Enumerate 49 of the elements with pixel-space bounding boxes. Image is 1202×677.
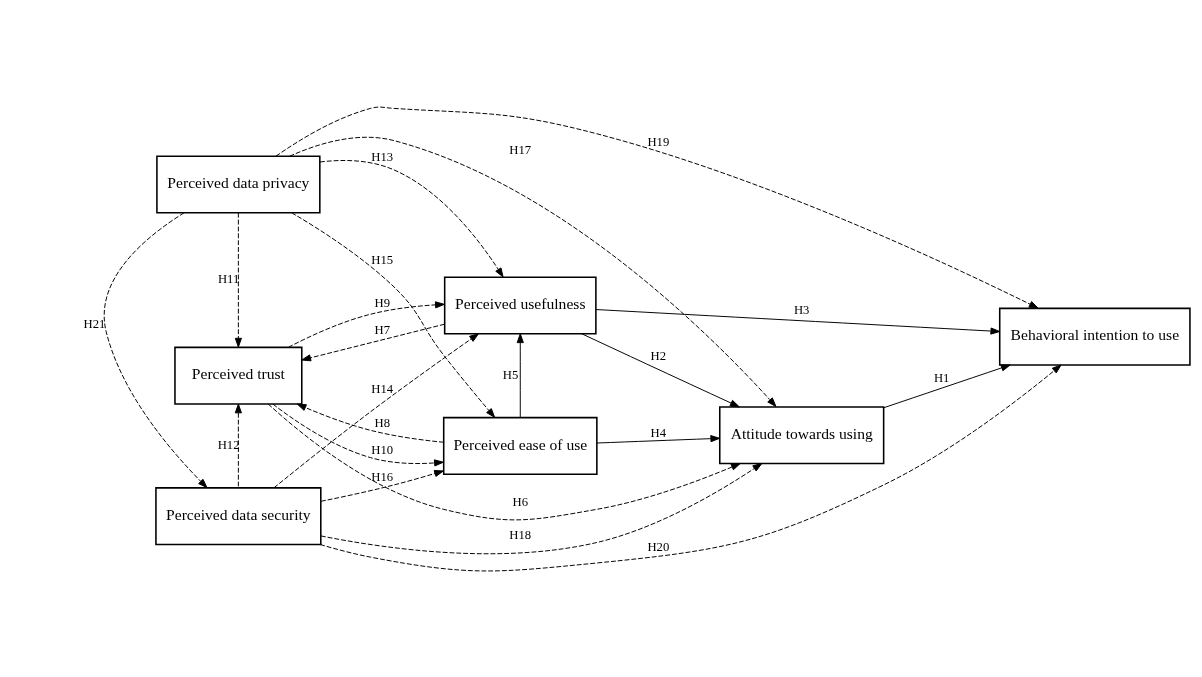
edge-label: H18: [509, 527, 532, 542]
arrow: [275, 106, 1039, 309]
edge-label: H9: [374, 295, 390, 310]
arrow: [581, 332, 740, 407]
edge-label: H10: [371, 442, 394, 457]
arrow: [596, 434, 721, 443]
edge-label: H3: [793, 302, 810, 317]
edge-label: H19: [647, 134, 670, 149]
arrow: [289, 136, 777, 407]
edge-label: H11: [217, 271, 240, 286]
edge-label: H16: [371, 469, 394, 484]
arrow: [296, 403, 445, 443]
edge-label: H12: [217, 437, 240, 452]
edge-label: H13: [371, 149, 394, 163]
arrow: [267, 403, 741, 520]
node-box: Perceived trust: [174, 346, 303, 405]
arrow: [319, 159, 504, 277]
node-box: Perceived ease of use: [442, 416, 598, 475]
edge-label: H8: [374, 415, 390, 430]
edge-label: H17: [509, 142, 532, 157]
arrow: [234, 212, 242, 348]
edge-label: H4: [650, 425, 667, 440]
edge-label: H21: [83, 316, 106, 331]
arrow: [301, 323, 446, 361]
edge-label: H2: [650, 348, 667, 363]
arrow: [291, 211, 496, 418]
arrow: [320, 469, 444, 502]
arrow: [234, 403, 242, 488]
edge-label: H1: [933, 370, 950, 385]
arrow: [319, 364, 1062, 571]
edge-label: H14: [371, 381, 394, 396]
node-box: Behavioral intention to use: [998, 307, 1191, 366]
node-box: Perceived data security: [155, 486, 322, 545]
arrow: [272, 403, 444, 466]
arrow: [595, 308, 1001, 335]
edge-label: H7: [374, 322, 390, 337]
arrow: [273, 332, 479, 488]
arrow: [103, 211, 208, 488]
edge-label: H20: [647, 539, 670, 554]
edge-label: H5: [502, 367, 519, 382]
node-box: Perceived usefulness: [443, 275, 597, 335]
node-box: Attitude towards using: [719, 405, 885, 464]
arrow: [516, 332, 524, 418]
arrow: [320, 462, 763, 554]
node-box: Perceived data privacy: [156, 154, 321, 214]
arrow: [287, 300, 445, 348]
edge-label: H6: [512, 494, 529, 509]
edge-label: H15: [371, 252, 394, 267]
arrow: [883, 363, 1011, 408]
